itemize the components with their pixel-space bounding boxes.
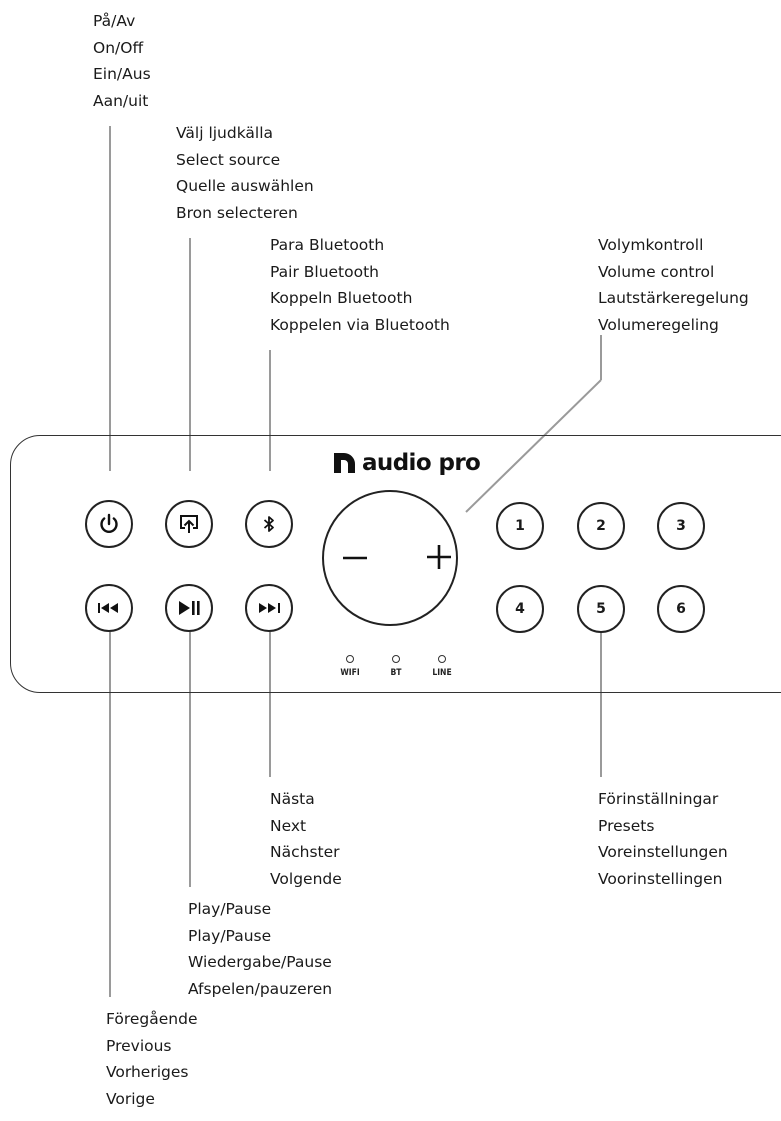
preset-button-4[interactable]: 4 (496, 585, 544, 633)
wifi-led-label: WIFI (340, 668, 360, 678)
bluetooth-label-de: Koppeln Bluetooth (270, 289, 413, 308)
bluetooth-label-nl: Koppelen via Bluetooth (270, 316, 450, 335)
presets-label-en: Presets (598, 816, 655, 835)
presets-label-de: Voreinstellungen (598, 843, 728, 862)
power-label-en: On/Off (93, 38, 144, 57)
previous-label-nl: Vorige (106, 1090, 155, 1109)
next-button[interactable] (245, 584, 293, 632)
previous-label-sv: Föregående (106, 1010, 198, 1028)
previous-label-en: Previous (106, 1036, 172, 1055)
previous-button[interactable] (85, 584, 133, 632)
bt-led (392, 655, 400, 663)
preset-button-3[interactable]: 3 (657, 502, 705, 550)
next-label-nl: Volgende (270, 870, 342, 889)
previous-icon (98, 603, 118, 613)
play-pause-label-sv: Play/Pause (188, 900, 272, 918)
power-label-de: Ein/Aus (93, 65, 151, 84)
play-pause-label-nl: Afspelen/pauzeren (188, 980, 333, 999)
source-label-de: Quelle auswählen (176, 177, 314, 196)
play-pause-leader-line (189, 632, 191, 887)
line-led-label: LINE (432, 668, 452, 678)
presets-label-sv: Förinställningar (598, 790, 719, 808)
bluetooth-pair-button[interactable] (245, 500, 293, 548)
source-label-sv: Välj ljudkälla (176, 124, 274, 142)
presets-label-nl: Voorinstellingen (598, 870, 723, 889)
volume-label-nl: Volumeregeling (598, 316, 719, 335)
previous-leader-line (109, 632, 111, 997)
volume-label-de: Lautstärkeregelung (598, 289, 749, 308)
presets-leader-line (600, 632, 602, 777)
source-label-en: Select source (176, 150, 281, 169)
preset-button-6[interactable]: 6 (657, 585, 705, 633)
power-label: På/Av On/Off Ein/Aus Aan/uit (93, 8, 151, 115)
next-icon (259, 603, 280, 613)
source-leader-line (189, 238, 191, 471)
power-icon (100, 513, 118, 533)
volume-label-sv: Volymkontroll (598, 236, 704, 254)
audio-pro-logo-icon (334, 453, 355, 473)
play-pause-label: Play/Pause Play/Pause Wiedergabe/Pause A… (188, 896, 332, 1003)
line-led (438, 655, 446, 663)
preset-button-5[interactable]: 5 (577, 585, 625, 633)
brand-logo: audio pro (334, 450, 481, 476)
volume-label-en: Volume control (598, 262, 715, 281)
source-label-nl: Bron selecteren (176, 204, 298, 223)
play-pause-button[interactable] (165, 584, 213, 632)
power-label-sv: På/Av (93, 12, 136, 30)
next-label: Nästa Next Nächster Volgende (270, 786, 342, 893)
source-select-icon (180, 515, 198, 533)
next-label-de: Nächster (270, 843, 340, 862)
bluetooth-icon (263, 516, 274, 532)
preset-button-2[interactable]: 2 (577, 502, 625, 550)
volume-label: Volymkontroll Volume control Lautstärker… (598, 232, 749, 339)
volume-leader-line (600, 335, 602, 380)
presets-label: Förinställningar Presets Voreinstellunge… (598, 786, 728, 893)
bt-led-label: BT (390, 668, 402, 678)
plus-icon[interactable] (426, 544, 452, 570)
brand-name: audio pro (362, 450, 481, 476)
play-pause-label-en: Play/Pause (188, 926, 272, 945)
previous-label-de: Vorheriges (106, 1063, 189, 1082)
power-leader-line (109, 126, 111, 471)
play-pause-label-de: Wiedergabe/Pause (188, 953, 332, 972)
device-panel (10, 435, 781, 693)
source-label: Välj ljudkälla Select source Quelle ausw… (176, 120, 314, 227)
next-leader-line (269, 632, 271, 777)
bluetooth-label-sv: Para Bluetooth (270, 236, 385, 254)
preset-button-1[interactable]: 1 (496, 502, 544, 550)
previous-label: Föregående Previous Vorheriges Vorige (106, 1006, 198, 1113)
power-label-nl: Aan/uit (93, 92, 149, 111)
next-label-sv: Nästa (270, 790, 315, 808)
power-button[interactable] (85, 500, 133, 548)
minus-icon[interactable] (342, 554, 368, 562)
wifi-led (346, 655, 354, 663)
bluetooth-leader-line (269, 350, 271, 471)
bluetooth-label: Para Bluetooth Pair Bluetooth Koppeln Bl… (270, 232, 450, 339)
source-select-button[interactable] (165, 500, 213, 548)
next-label-en: Next (270, 816, 307, 835)
play-pause-icon (179, 601, 200, 615)
volume-dial[interactable] (322, 490, 458, 626)
bluetooth-label-en: Pair Bluetooth (270, 262, 379, 281)
